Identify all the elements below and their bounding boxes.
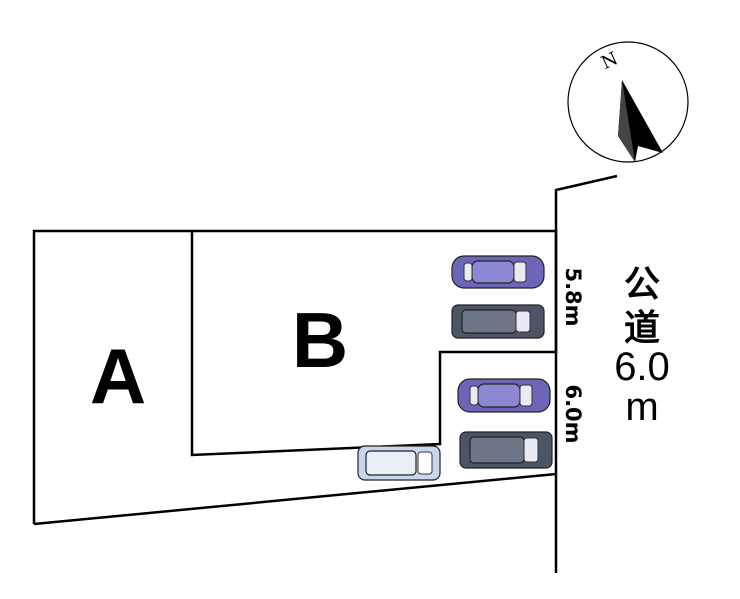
south-boundary (33, 472, 557, 526)
car-wagon-upper (451, 304, 545, 339)
road-label-line2: 道 (624, 308, 660, 349)
lot-a-label: A (90, 332, 146, 420)
lot-b-label: B (292, 296, 348, 384)
car-van (357, 445, 441, 481)
lot-a-boundary (32, 229, 192, 524)
road-label-line1: 公 (624, 264, 660, 305)
car-wagon-lower (459, 431, 553, 469)
road-width-unit: m (625, 385, 658, 429)
frontage-dimension-b: 5.8m (561, 267, 585, 326)
north-arrow-shade-icon (618, 80, 635, 162)
frontage-dimension-lower: 6.0m (561, 384, 585, 443)
road-edge (554, 174, 618, 573)
north-compass: N (567, 41, 689, 163)
car-sedan-lower (457, 378, 551, 413)
car-sedan-upper (451, 255, 545, 289)
road-width-value: 6.0 (614, 345, 670, 389)
